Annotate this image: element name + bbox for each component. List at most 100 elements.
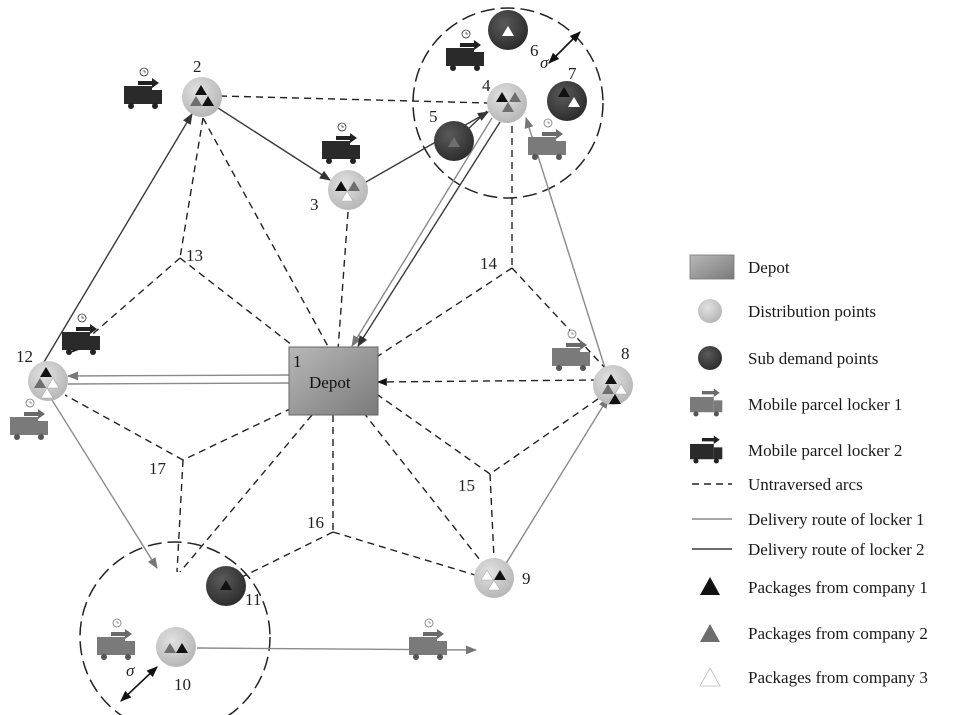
- legend-company-3-label: Packages from company 3: [748, 668, 928, 687]
- distribution-point-12: [28, 361, 68, 401]
- package-company-3: [40, 387, 54, 399]
- package-company-2: [602, 384, 614, 394]
- locker-2-truck-icon: [124, 67, 162, 109]
- depot-label: Depot: [309, 373, 351, 392]
- package-company-3: [340, 190, 354, 202]
- sub-demand-points: [206, 10, 587, 606]
- arc-2-4: [219, 95, 489, 104]
- package-company-3: [480, 569, 494, 581]
- distribution-point-4: [487, 83, 527, 123]
- legend-locker-2-truck-icon: [690, 435, 723, 464]
- sub-demand-point-7: [547, 81, 587, 121]
- route-locker-2: [43, 107, 501, 363]
- package-company-2: [448, 137, 460, 147]
- node-label-11: 11: [245, 590, 261, 609]
- locker-1-truck-icon: [528, 118, 566, 160]
- arc-14-1: [371, 267, 513, 361]
- node-label-2: 2: [193, 57, 202, 76]
- locker-1-truck-icon: [409, 618, 447, 660]
- arc-1-17: [182, 407, 293, 461]
- package-company-2: [164, 643, 176, 653]
- locker-2-truck-icon: [62, 313, 100, 355]
- node-label-10: 10: [174, 675, 191, 694]
- distribution-point-2: [182, 77, 222, 117]
- node-label-5: 5: [429, 107, 438, 126]
- package-company-2: [509, 92, 521, 102]
- locker-1-truck-icon: [97, 618, 135, 660]
- node-label-9: 9: [522, 569, 531, 588]
- sigma-arrow-10: [120, 666, 158, 702]
- package-company-1: [40, 367, 52, 377]
- arc-13-1: [179, 257, 293, 346]
- package-company-1: [220, 580, 232, 590]
- package-company-3: [568, 97, 580, 107]
- package-company-1: [609, 394, 621, 404]
- node-label-4: 4: [482, 76, 491, 95]
- legend-depot-swatch: [689, 254, 735, 280]
- package-company-1: [335, 181, 347, 191]
- depot-box: [288, 346, 379, 416]
- package-company-3: [46, 377, 60, 389]
- legend-depot-label: Depot: [748, 258, 790, 277]
- package-company-3: [614, 383, 628, 395]
- legend-route-1-label: Delivery route of locker 1: [748, 510, 925, 529]
- package-company-3: [487, 579, 501, 591]
- node-label-12: 12: [16, 347, 33, 366]
- node-label-3: 3: [310, 195, 319, 214]
- arc-15-1: [377, 394, 491, 475]
- legend-sub-demand-label: Sub demand points: [748, 349, 878, 368]
- legend-company-1-swatch: [700, 577, 720, 595]
- arc-16-11: [239, 531, 334, 579]
- distribution-point-8: [593, 365, 633, 405]
- arc-15-9: [489, 473, 495, 559]
- package-company-1: [558, 87, 570, 97]
- package-company-2: [502, 102, 514, 112]
- depot-number: 1: [293, 352, 302, 371]
- arc-8-1: [377, 377, 599, 386]
- service-area-circle-10: [79, 541, 271, 715]
- arc-16-9: [332, 531, 476, 576]
- arc-17-12: [64, 394, 184, 461]
- legend-route-2-label: Delivery route of locker 2: [748, 540, 925, 559]
- arc-1-10: [179, 414, 313, 573]
- trucks: [10, 29, 590, 660]
- locker-2-truck-icon: [322, 122, 360, 164]
- untraversed-arcs: [64, 95, 609, 579]
- legend-company-2-swatch: [700, 624, 720, 642]
- arc-8-15: [489, 391, 609, 475]
- node-label-8: 8: [621, 344, 630, 363]
- legend-untraversed-label: Untraversed arcs: [748, 475, 863, 494]
- sigma-label-10: σ: [126, 661, 135, 680]
- package-company-1: [195, 85, 207, 95]
- package-company-1: [494, 570, 506, 580]
- sigma-arrow-4: [548, 31, 581, 64]
- arc-2-1: [202, 117, 331, 351]
- arc-17-10: [176, 459, 184, 573]
- arc-3-1: [337, 211, 349, 351]
- node-label-7: 7: [568, 64, 577, 83]
- distribution-point-10: [156, 627, 196, 667]
- package-company-2: [348, 181, 360, 191]
- locker-1-truck-icon: [552, 329, 590, 371]
- legend: Depot Distribution points Sub demand poi…: [689, 254, 928, 687]
- legend-company-1-label: Packages from company 1: [748, 578, 928, 597]
- legend-locker-2-label: Mobile parcel locker 2: [748, 441, 902, 460]
- node-label-17: 17: [149, 459, 167, 478]
- package-company-1: [202, 96, 214, 106]
- package-company-3: [502, 26, 514, 36]
- arc-1-9: [362, 411, 485, 566]
- package-company-2: [190, 96, 202, 106]
- route-locker-1: [51, 116, 609, 655]
- node-label-15: 15: [458, 476, 475, 495]
- node-label-16: 16: [307, 513, 324, 532]
- node-labels: 2 3 4 5 6 7 8 9 10 11 12 13 14 15 16 17: [16, 41, 630, 694]
- legend-company-2-label: Packages from company 2: [748, 624, 928, 643]
- package-company-2: [34, 378, 46, 388]
- legend-locker-1-truck-icon: [690, 388, 723, 417]
- legend-distribution-label: Distribution points: [748, 302, 876, 321]
- distribution-points: [28, 77, 633, 667]
- node-label-13: 13: [186, 246, 203, 265]
- legend-company-3-swatch: [699, 667, 721, 687]
- legend-sub-demand-swatch: [698, 346, 722, 370]
